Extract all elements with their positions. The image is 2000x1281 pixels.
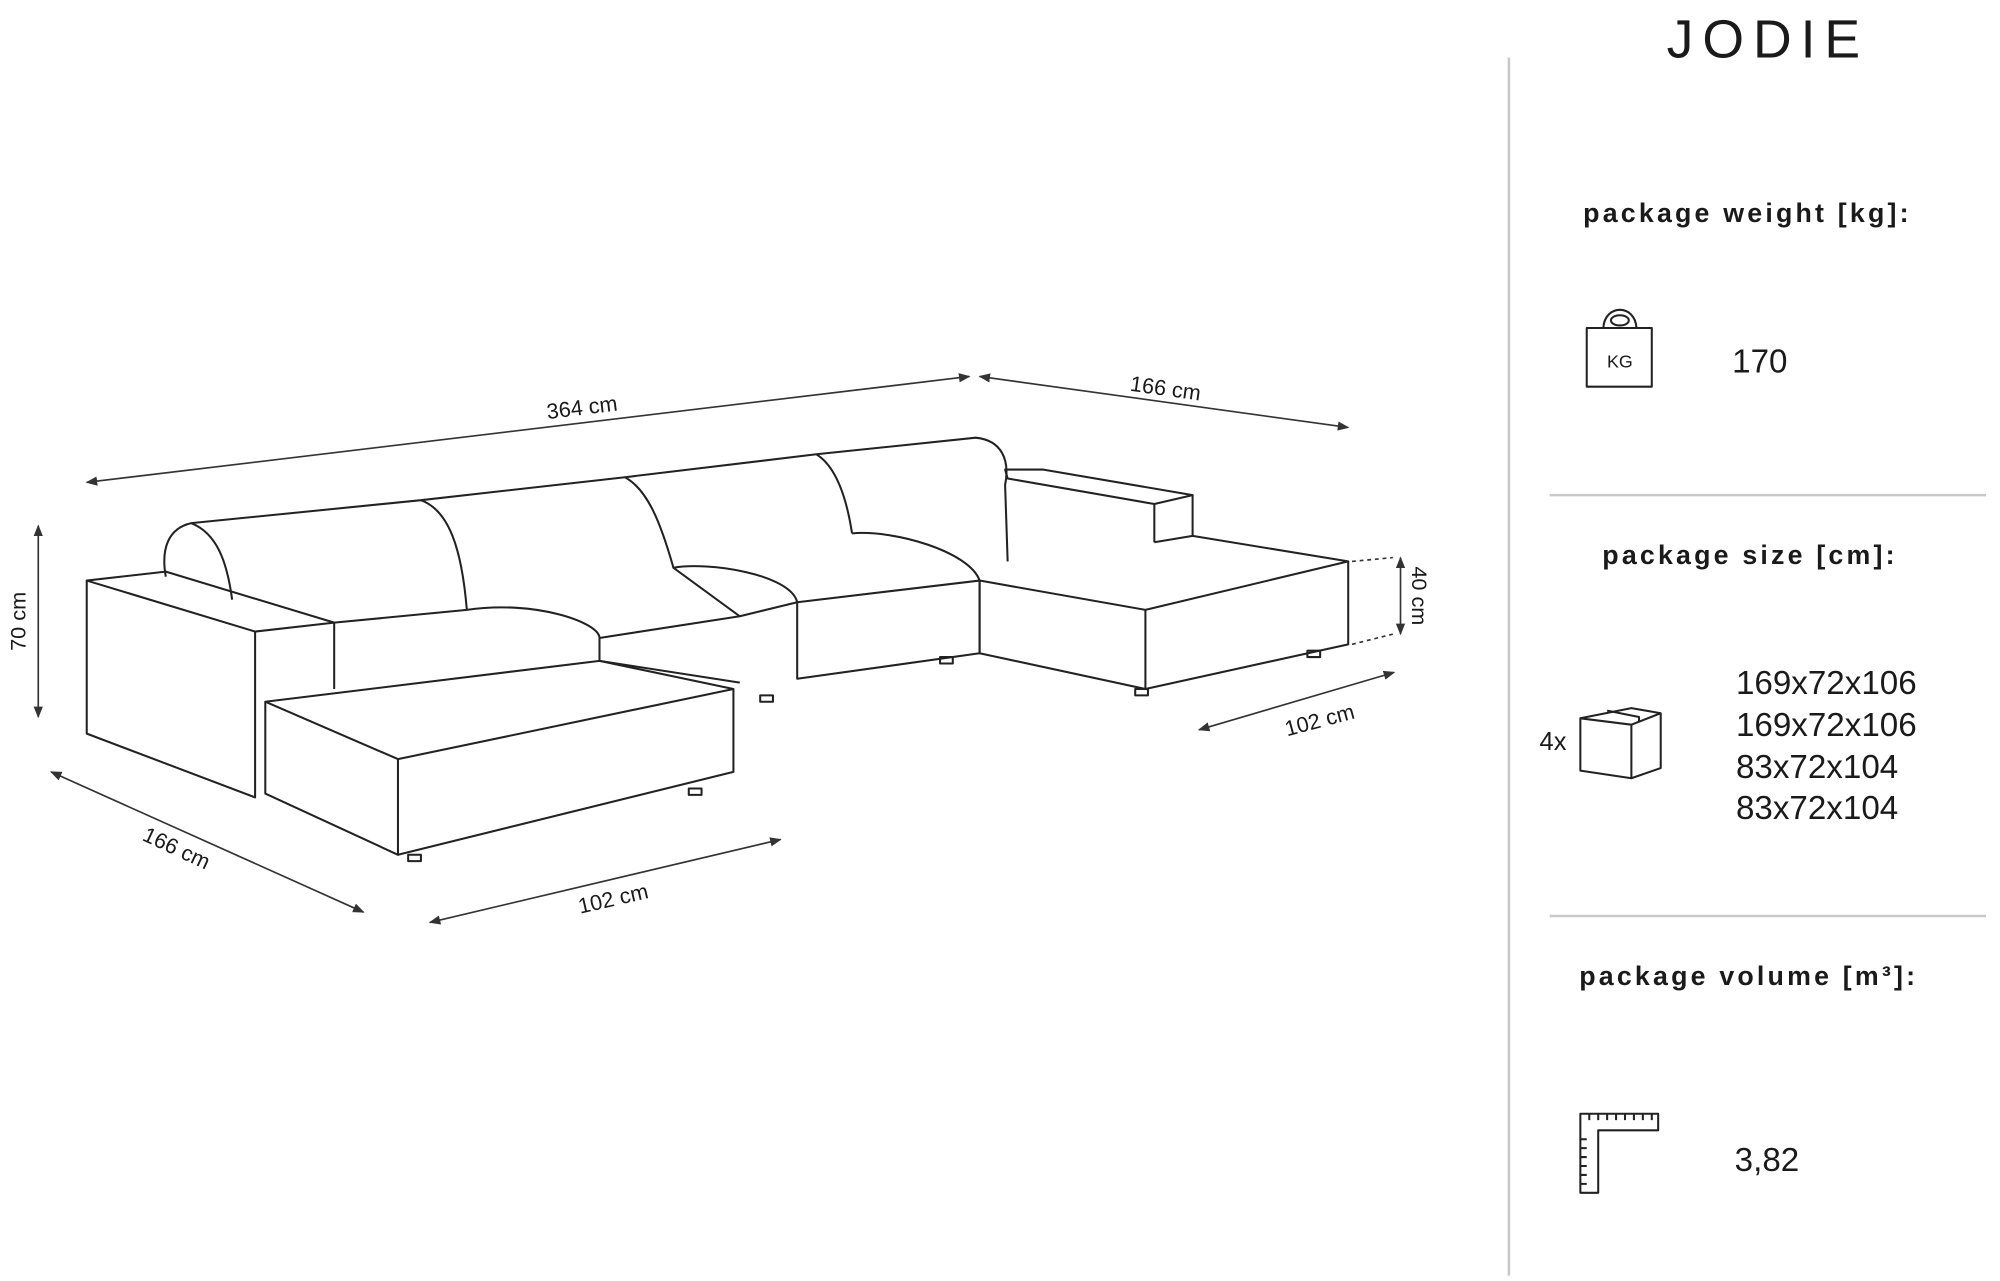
package-weight-heading: package weight [kg]: <box>1583 198 1912 228</box>
dim-total-width: 364 cm <box>545 391 619 424</box>
dim-right-chaise-length: 166 cm <box>1129 371 1203 406</box>
package-size-heading: package size [cm]: <box>1602 540 1897 570</box>
box-icon <box>1579 707 1662 780</box>
package-size-item: 83x72x104 <box>1736 790 1898 827</box>
package-count: 4x <box>1540 728 1567 756</box>
sofa-drawing <box>85 436 1350 863</box>
dim-right-chaise-width: 102 cm <box>1282 699 1357 742</box>
package-weight-value: 170 <box>1732 344 1787 381</box>
dim-seat-height: 40 cm <box>1407 566 1432 625</box>
package-size-item: 169x72x106 <box>1736 665 1917 702</box>
package-volume-value: 3,82 <box>1735 1142 1800 1179</box>
product-title: JODIE <box>1667 11 1869 70</box>
dim-height: 70 cm <box>6 592 31 651</box>
dimension-lines <box>33 373 1406 925</box>
weight-icon <box>1585 309 1653 388</box>
weight-icon-label: KG <box>1607 352 1633 372</box>
package-size-list: 169x72x106 169x72x106 83x72x104 83x72x10… <box>1736 665 1917 827</box>
package-size-item: 83x72x104 <box>1736 749 1898 786</box>
package-size-item: 169x72x106 <box>1736 707 1917 744</box>
dim-left-chaise-width: 102 cm <box>576 878 651 918</box>
ruler-icon <box>1579 1112 1660 1194</box>
dim-left-chaise-length: 166 cm <box>139 822 214 875</box>
package-volume-heading: package volume [m³]: <box>1579 961 1918 991</box>
